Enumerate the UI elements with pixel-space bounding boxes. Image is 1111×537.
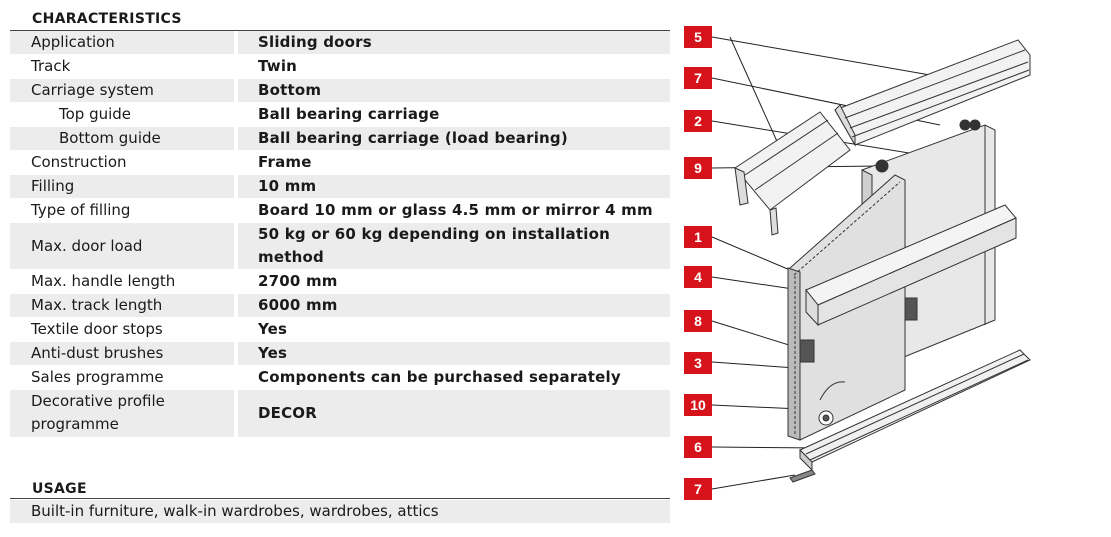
badge-9: 9 [684, 157, 712, 179]
characteristics-title: CHARACTERISTICS [32, 11, 182, 27]
spec-value: Frame [238, 151, 670, 174]
badge-8: 8 [684, 310, 712, 332]
usage-rule [10, 498, 670, 499]
spec-value: Yes [238, 318, 670, 341]
spec-label: Decorative profile programme [10, 390, 234, 437]
spec-label: Application [10, 31, 234, 54]
characteristics-rule [10, 30, 670, 31]
spec-label: Max. track length [10, 294, 234, 317]
badge-2: 2 [684, 110, 712, 132]
spec-label: Sales programme [10, 366, 234, 389]
badge-7-top: 7 [684, 67, 712, 89]
spec-value: Board 10 mm or glass 4.5 mm or mirror 4 … [238, 199, 670, 222]
spec-label: Max. door load [10, 223, 234, 269]
spec-value: DECOR [238, 390, 670, 437]
spec-label: Filling [10, 175, 234, 198]
bottom-track [799, 349, 1031, 472]
badge-3: 3 [684, 352, 712, 374]
badge-4: 4 [684, 266, 712, 288]
top-track [834, 39, 1031, 147]
badge-6: 6 [684, 436, 712, 458]
usage-title: USAGE [32, 481, 87, 497]
spec-value: Sliding doors [238, 31, 670, 54]
spec-value: 10 mm [238, 175, 670, 198]
carriage-fittings [799, 297, 918, 426]
middle-profile [805, 204, 1017, 327]
top-guide-profile [734, 111, 851, 236]
stop-piece [789, 469, 816, 483]
spec-value: 2700 mm [238, 270, 670, 293]
spec-value: 6000 mm [238, 294, 670, 317]
badge-1: 1 [684, 226, 712, 248]
exploded-door-diagram [711, 36, 1031, 490]
spec-label: Bottom guide [10, 127, 234, 150]
spec-label: Anti-dust brushes [10, 342, 234, 365]
spec-label: Max. handle length [10, 270, 234, 293]
badge-5: 5 [684, 26, 712, 48]
spec-value: 50 kg or 60 kg depending on installation… [238, 223, 670, 269]
spec-label: Top guide [10, 103, 234, 126]
spec-value: Yes [238, 342, 670, 365]
spec-value: Ball bearing carriage [238, 103, 670, 126]
spec-label: Carriage system [10, 79, 234, 102]
spec-label: Track [10, 55, 234, 78]
spec-value: Components can be purchased separately [238, 366, 670, 389]
spec-value: Ball bearing carriage (load bearing) [238, 127, 670, 150]
spec-label: Type of filling [10, 199, 234, 222]
spec-value: Bottom [238, 79, 670, 102]
spec-label: Textile door stops [10, 318, 234, 341]
usage-text: Built-in furniture, walk-in wardrobes, w… [10, 500, 670, 523]
badge-10: 10 [684, 394, 712, 416]
spec-label: Construction [10, 151, 234, 174]
badge-7-bottom: 7 [684, 478, 712, 500]
spec-value: Twin [238, 55, 670, 78]
